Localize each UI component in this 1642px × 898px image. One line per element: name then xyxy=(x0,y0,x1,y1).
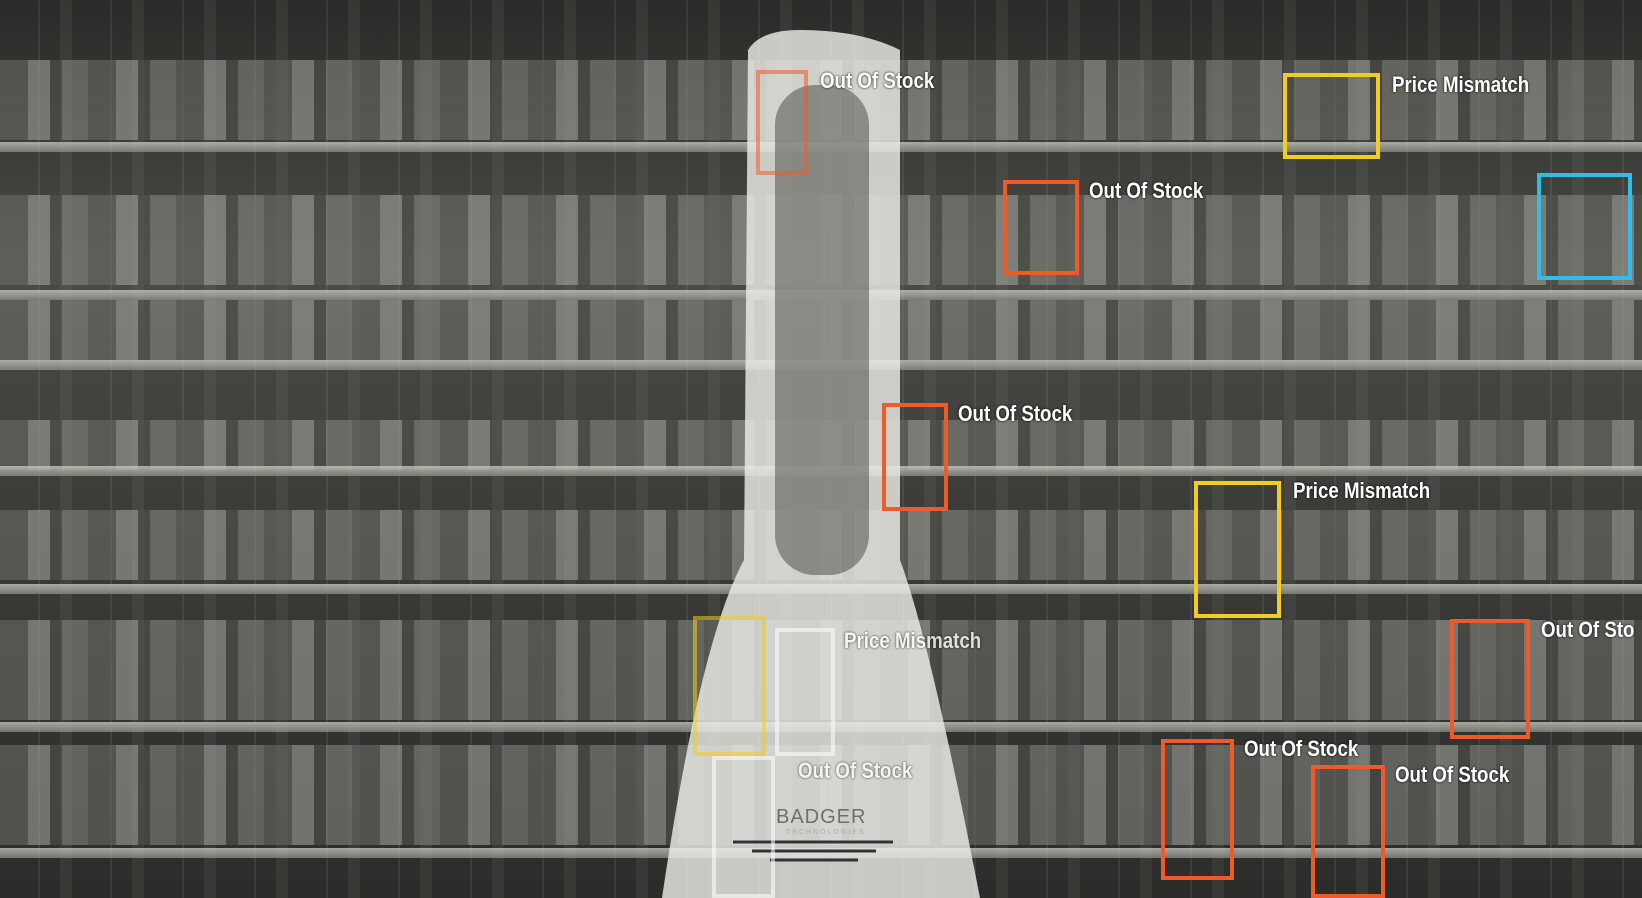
detection-box-out-of-stock xyxy=(1450,619,1530,739)
detection-box-out-of-stock xyxy=(1003,180,1079,275)
detection-box-out-of-stock xyxy=(882,403,948,511)
detection-box-price-mismatch xyxy=(1283,73,1380,159)
robot-brand-sub: TECHNOLOGIES xyxy=(786,829,866,836)
detection-label: Out Of Stock xyxy=(1089,178,1204,203)
detection-box-out-of-stock xyxy=(756,70,808,175)
detection-label: Out Of Stock xyxy=(1244,736,1359,761)
detection-label: Out Of Stock xyxy=(820,68,935,93)
detection-box xyxy=(775,628,835,756)
detection-label: Out Of Stock xyxy=(798,758,913,783)
detection-box-price-mismatch xyxy=(693,616,766,756)
detection-box-price-mismatch xyxy=(1194,481,1281,618)
robot-brand: BADGER xyxy=(776,806,867,828)
detection-box xyxy=(1537,173,1632,280)
detection-box-out-of-stock xyxy=(1161,739,1234,880)
detection-label: Price Mismatch xyxy=(844,628,982,653)
detection-label: Out Of Sto xyxy=(1541,617,1635,642)
detection-label: Out Of Stock xyxy=(1395,762,1510,787)
detection-label: Price Mismatch xyxy=(1293,478,1431,503)
detection-label: Price Mismatch xyxy=(1392,72,1530,97)
detection-box xyxy=(712,756,775,898)
detection-label: Out Of Stock xyxy=(958,401,1073,426)
detection-box-out-of-stock xyxy=(1311,765,1385,898)
